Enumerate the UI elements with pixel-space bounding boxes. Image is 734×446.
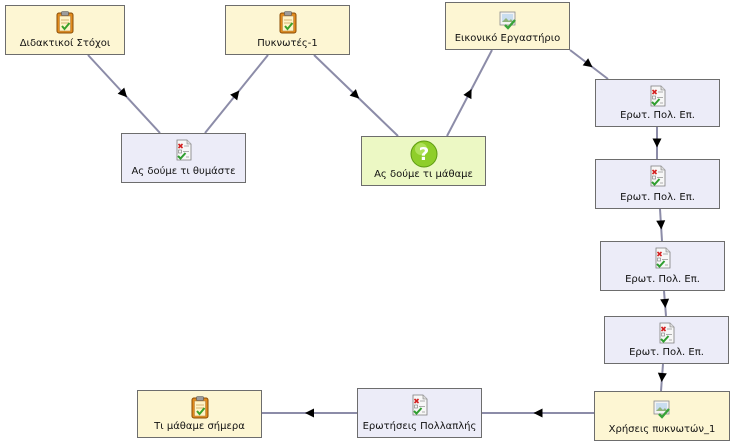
edge-arrowhead — [230, 90, 240, 101]
node-label: Χρήσεις πυκνωτών_1 — [608, 424, 716, 435]
question-mark-icon: ? — [410, 140, 438, 168]
node-πυκνωτές-1[interactable]: Πυκνωτές-1 — [225, 5, 350, 55]
edge-arrowhead — [305, 408, 314, 418]
node-ας-δούμε-τι-μάθαμε[interactable]: ? Ας δούμε τι μάθαμε — [361, 136, 486, 186]
node-ερωτ-πολ-επ[interactable]: Ερωτ. Πολ. Επ. — [595, 159, 720, 209]
quiz-checklist-icon — [655, 321, 679, 345]
node-label: Ερωτ. Πολ. Επ. — [629, 347, 704, 358]
notes-clipboard-icon — [276, 10, 300, 34]
edge-arrowhead — [533, 408, 543, 418]
edge-arrowhead — [652, 138, 662, 148]
node-ερωτ-πολ-επ[interactable]: Ερωτ. Πολ. Επ. — [600, 241, 725, 291]
edge-arrowhead — [349, 89, 360, 99]
svg-text:?: ? — [418, 144, 428, 165]
node-ας-δούμε-τι-θυμάστε[interactable]: Ας δούμε τι θυμάστε — [121, 133, 246, 183]
node-label: Εικονικό Εργαστήριο — [454, 33, 561, 44]
quiz-checklist-icon — [172, 138, 196, 162]
image-check-icon — [496, 7, 520, 31]
node-label: Ερωτ. Πολ. Επ. — [620, 192, 695, 203]
node-χρήσεις-πυκνωτών-1[interactable]: Χρήσεις πυκνωτών_1 — [594, 391, 730, 441]
edge-arrowhead — [656, 220, 666, 230]
node-label: Ερωτ. Πολ. Επ. — [620, 110, 695, 121]
node-label: Ερωτ. Πολ. Επ. — [625, 274, 700, 285]
edge-arrowhead — [117, 87, 128, 98]
edge-arrowhead — [657, 372, 667, 382]
node-ερωτήσεις-πολλαπλής[interactable]: Ερωτήσεις Πολλαπλής — [357, 388, 482, 438]
node-label: Ας δούμε τι θυμάστε — [131, 166, 236, 177]
node-εικονικό-εργαστήριο[interactable]: Εικονικό Εργαστήριο — [445, 2, 570, 50]
edge-arrowhead — [582, 58, 593, 68]
node-ερωτ-πολ-επ[interactable]: Ερωτ. Πολ. Επ. — [595, 79, 720, 127]
node-label: Τι μάθαμε σήμερα — [154, 421, 245, 432]
edge-arrowhead — [463, 89, 472, 100]
quiz-checklist-icon — [651, 246, 675, 270]
quiz-checklist-icon — [646, 84, 670, 108]
quiz-checklist-icon — [646, 164, 670, 188]
quiz-checklist-icon — [408, 393, 432, 417]
node-label: Πυκνωτές-1 — [257, 38, 318, 49]
notes-clipboard-icon — [188, 395, 212, 419]
node-διδακτικοί-στόχοι[interactable]: Διδακτικοί Στόχοι — [5, 5, 125, 55]
edge-arrowhead — [660, 298, 670, 308]
node-τι-μάθαμε-σήμερα[interactable]: Τι μάθαμε σήμερα — [137, 390, 262, 438]
node-label: Ας δούμε τι μάθαμε — [374, 169, 473, 180]
image-check-icon — [650, 396, 674, 420]
node-ερωτ-πολ-επ[interactable]: Ερωτ. Πολ. Επ. — [604, 316, 729, 364]
notes-clipboard-icon — [53, 10, 77, 34]
node-label: Ερωτήσεις Πολλαπλής — [362, 421, 477, 432]
node-label: Διδακτικοί Στόχοι — [19, 38, 111, 49]
